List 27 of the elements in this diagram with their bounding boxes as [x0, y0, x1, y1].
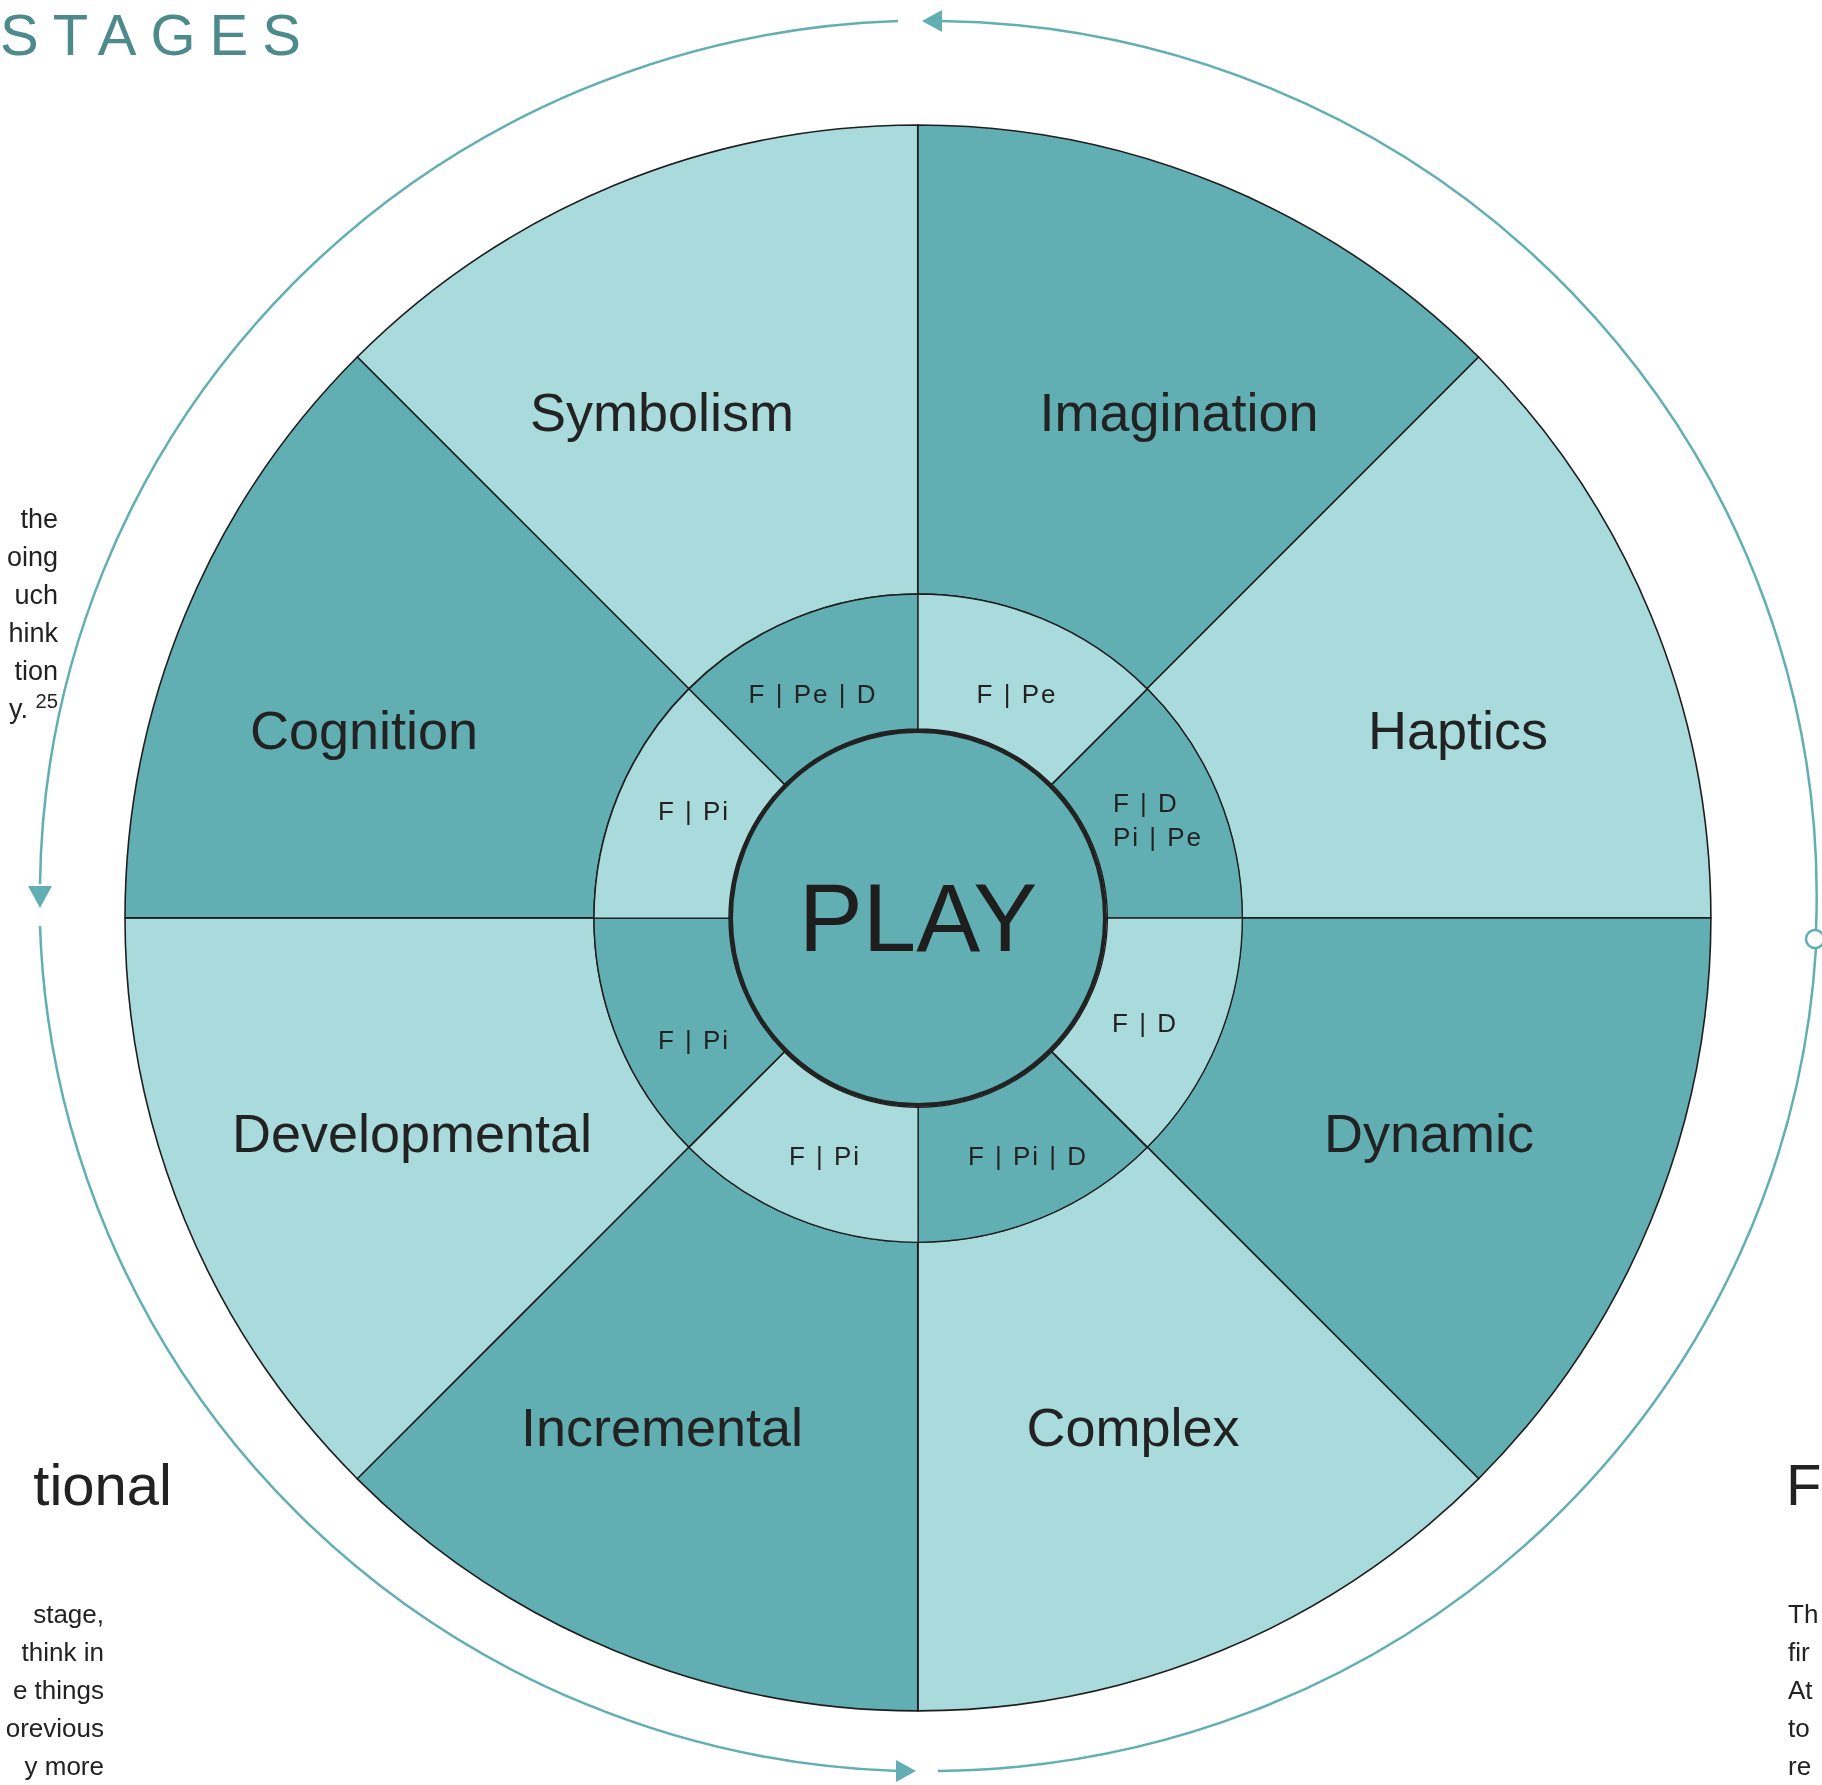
segment-label: Symbolism	[529, 381, 794, 444]
center-label: PLAY	[798, 868, 1038, 968]
wheel-segment	[592, 916, 787, 1150]
segment-label: Haptics	[1367, 699, 1548, 762]
segment-label: F | D	[1112, 1007, 1178, 1040]
segment-label: Developmental	[231, 1102, 593, 1165]
segment-label: F | Pe | D	[748, 678, 878, 711]
segment-label: F | Pi | D	[967, 1140, 1089, 1173]
wheel-segment	[916, 1049, 1150, 1244]
body-text: the oing uch hink tion y. $^{25}$	[5, 503, 58, 726]
wheel-segment	[592, 686, 787, 920]
page-title: STAGES	[0, 1, 315, 69]
body-text: Th fir At to re	[1788, 1598, 1820, 1783]
segment-label: F | Pi	[788, 1140, 862, 1173]
segment-label: F | D	[1112, 787, 1179, 820]
segment-label: F | Pi	[657, 1024, 731, 1057]
segment-label: Incremental	[520, 1396, 804, 1459]
segment-label: Pi | Pe	[1112, 821, 1204, 854]
segment-label: Cognition	[249, 699, 479, 762]
section-heading: F	[1786, 1451, 1822, 1519]
segment-label: Imagination	[1039, 381, 1319, 444]
segment-label: F | Pi	[657, 795, 731, 828]
body-text: stage, think in e things orevious y more	[4, 1598, 104, 1783]
segment-label: Complex	[1026, 1396, 1240, 1459]
segment-label: F | Pe	[976, 678, 1058, 711]
section-heading: tional	[32, 1451, 172, 1519]
segment-label: Dynamic	[1323, 1102, 1534, 1165]
